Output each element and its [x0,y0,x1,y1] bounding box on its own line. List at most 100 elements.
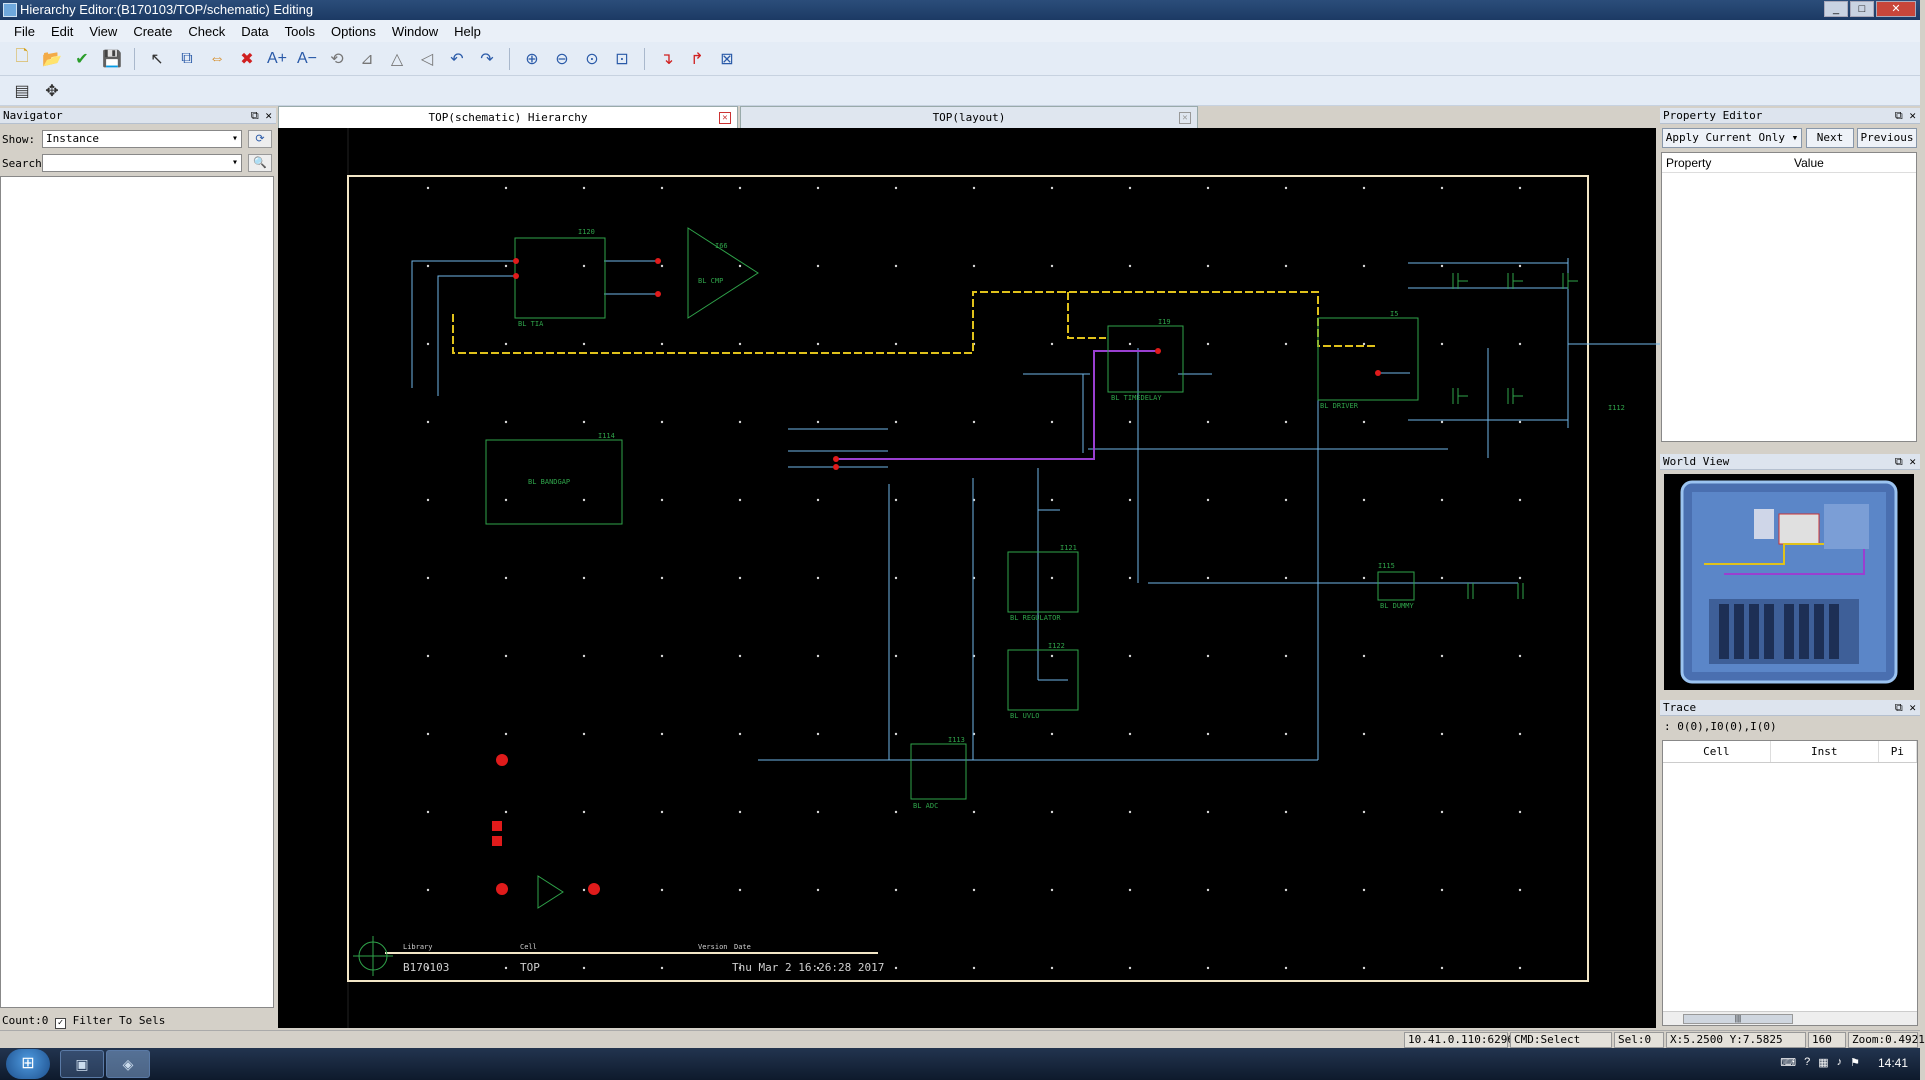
minimize-button[interactable]: _ [1824,1,1848,17]
menu-tools[interactable]: Tools [284,23,316,39]
property-table[interactable]: Property Value [1661,152,1917,442]
taskbar-explorer-icon[interactable]: ▣ [60,1050,104,1078]
dock-controls-icon[interactable]: ⧉ ✕ [250,109,272,122]
block-label-bl-bandgap: BL BANDGAP [528,478,570,486]
zoom-in-icon[interactable]: ⊕ [525,50,539,68]
flip-icon[interactable]: ⊿ [360,50,374,68]
inst-label: I113 [948,736,965,744]
scroll-thumb[interactable]: ||| [1683,1014,1793,1024]
block-label-bl-regulator: BL REGULATOR [1010,614,1061,622]
status-bar: 10.41.0.110:6296 CMD:Select Sel:0 X:5.25… [0,1030,1925,1048]
tab-layout-label: TOP(layout) [932,111,1006,124]
zoom-box-icon[interactable]: ⊡ [615,50,629,68]
close-tab-icon[interactable]: ✕ [719,112,731,124]
ascend-icon[interactable]: ↱ [690,50,704,68]
property-editor-panel: Property Editor ⧉ ✕ Apply Current Only ▾… [1660,108,1920,448]
inst-label: I112 [1608,404,1625,412]
menu-file[interactable]: File [14,23,35,39]
trace-table[interactable]: Cell Inst Pi ||| [1662,740,1918,1026]
help-icon[interactable]: ? [1804,1056,1811,1068]
undo-icon[interactable]: ↶ [450,50,464,68]
stretch-icon[interactable]: ◁ [420,50,434,68]
zoom-text-out-icon[interactable]: A− [296,49,317,67]
menu-check[interactable]: Check [188,23,226,39]
title-block-date-label: Date [734,943,751,951]
menu-view[interactable]: View [89,23,118,39]
search-input[interactable] [42,154,242,172]
filter-checkbox[interactable]: ✓ [54,1018,66,1029]
menu-edit[interactable]: Edit [50,23,74,39]
status-cmd: CMD:Select [1510,1032,1612,1048]
delete-icon[interactable]: ✖ [240,50,254,68]
navigator-title: Navigator ⧉ ✕ [0,108,276,124]
selected-net [836,350,1158,460]
move-icon[interactable]: ⇔ [209,49,225,67]
window-icon[interactable]: ⊠ [720,50,734,68]
maximize-button[interactable]: □ [1850,1,1874,17]
layout-thumbnail[interactable] [1664,474,1914,690]
rotate-icon[interactable]: ⟲ [330,50,344,68]
pan-icon[interactable]: ✥ [45,82,59,100]
world-view-title-label: World View [1663,455,1730,468]
title-block-cell: TOP [520,961,540,974]
schematic-canvas[interactable]: BL TIA BL CMP BL TIMEDELAY BL DRIVER BL … [278,128,1708,1028]
tab-layout[interactable]: TOP(layout) ✕ [740,106,1198,128]
menu-window[interactable]: Window [391,23,439,39]
trace-table-header: Cell Inst Pi [1663,741,1918,763]
trace-scrollbar[interactable]: ||| [1663,1011,1917,1025]
search-label: Search: [2,157,49,170]
navigator-list[interactable] [0,176,274,1008]
open-icon[interactable]: 📂 [42,50,62,68]
menu-help[interactable]: Help [454,23,481,39]
dock-controls-icon[interactable]: ⧉ ✕ [1894,701,1916,714]
new-icon[interactable]: 🗋 [15,48,29,65]
refresh-icon[interactable]: ⟳ [248,130,272,148]
network-icon[interactable]: ▦ [1818,1057,1829,1069]
menu-bar: File Edit View Create Check Data Tools O… [0,20,1920,42]
dock-controls-icon[interactable]: ⧉ ✕ [1894,455,1916,468]
tab-schematic-hierarchy[interactable]: TOP(schematic) Hierarchy ✕ [278,106,738,128]
keyboard-icon[interactable]: ⌨ [1780,1057,1797,1069]
menu-data[interactable]: Data [241,23,269,39]
apply-current-only-select[interactable]: Apply Current Only ▾ [1662,128,1802,148]
copy-icon[interactable]: ⧉ [181,49,193,67]
select-icon[interactable]: ↖ [150,50,164,68]
previous-button[interactable]: Previous [1857,128,1917,148]
flag-icon[interactable]: ⚑ [1850,1057,1860,1069]
app-logo-icon [3,3,17,17]
grid-dots [426,186,1522,970]
title-block-library: B170103 [403,961,449,974]
menu-create[interactable]: Create [133,23,173,39]
highlight-net [452,291,1378,354]
mirror-icon[interactable]: △ [390,50,404,68]
next-button[interactable]: Next [1806,128,1854,148]
inst-label: I121 [1060,544,1077,552]
show-select[interactable]: Instance [42,130,242,148]
col-cell: Cell [1663,741,1771,762]
close-tab-icon[interactable]: ✕ [1179,112,1191,124]
world-view-title: World View ⧉ ✕ [1660,454,1920,470]
status-coords: X:5.2500 Y:7.5825 [1666,1032,1806,1048]
zoom-fit-icon[interactable]: ⊙ [585,50,599,68]
descend-icon[interactable]: ↴ [660,50,674,68]
menu-options[interactable]: Options [331,23,376,39]
block-label-bl-timedelay: BL TIMEDELAY [1111,394,1162,402]
hierarchy-icon[interactable]: ▤ [14,82,30,100]
redo-icon[interactable]: ↷ [480,50,494,68]
check-icon[interactable]: ✔ [75,50,89,68]
taskbar-app-icon[interactable]: ◈ [106,1050,150,1078]
search-go-icon[interactable]: 🔍 [248,154,272,172]
col-value: Value [1794,156,1824,170]
main-toolbar: 🗋 📂 ✔ 💾 ↖ ⧉ ⇔ ✖ A+ A− ⟲ ⊿ △ ◁ ↶ ↷ ⊕ ⊖ ⊙ … [0,42,1920,76]
title-block-date: Thu Mar 2 16:26:28 2017 [732,961,884,974]
start-button[interactable]: ⊞ [6,1049,50,1079]
save-icon[interactable]: 💾 [102,50,122,68]
inst-label: I122 [1048,642,1065,650]
dock-controls-icon[interactable]: ⧉ ✕ [1894,109,1916,122]
zoom-text-in-icon[interactable]: A+ [266,49,287,67]
tab-schematic-label: TOP(schematic) Hierarchy [428,111,588,124]
zoom-out-icon[interactable]: ⊖ [555,50,569,68]
close-window-button[interactable]: ✕ [1876,1,1916,17]
trace-title: Trace ⧉ ✕ [1660,700,1920,716]
volume-icon[interactable]: ♪ [1836,1056,1843,1068]
